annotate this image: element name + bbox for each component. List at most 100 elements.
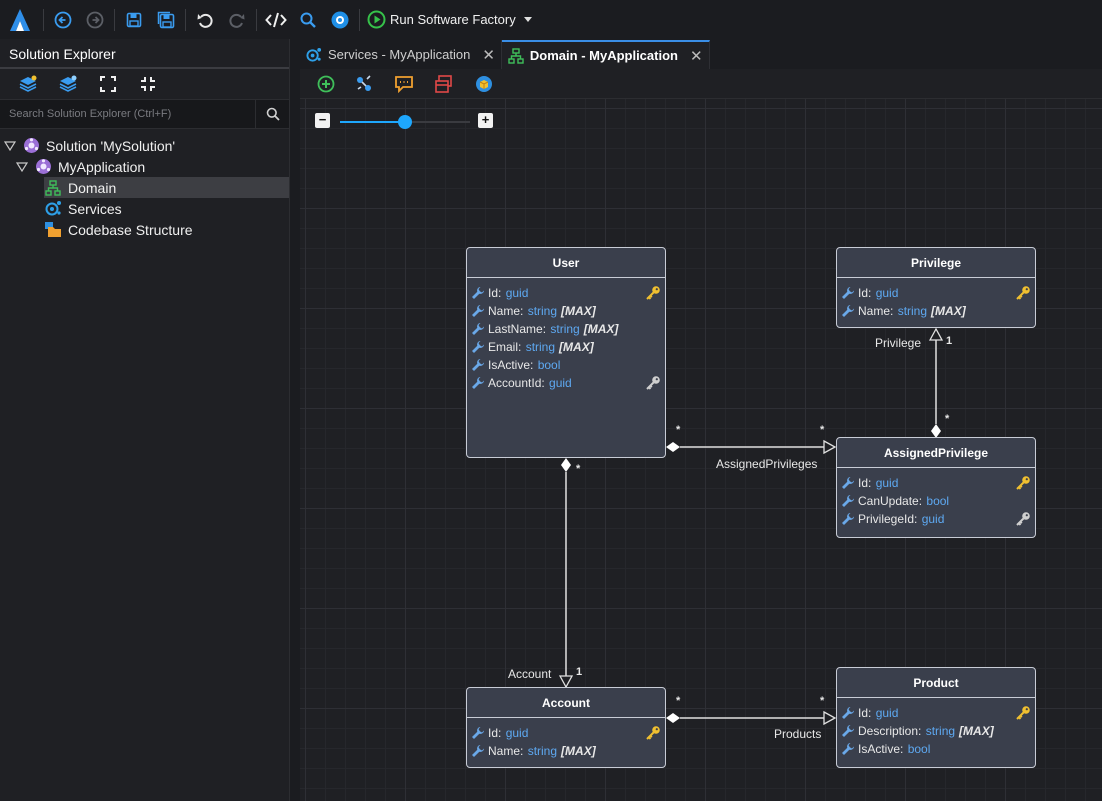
attribute-type: guid — [875, 286, 899, 300]
zoom-slider-thumb[interactable] — [398, 115, 412, 129]
tree-item-application[interactable]: MyApplication — [16, 156, 145, 177]
navigate-back-icon[interactable] — [47, 0, 79, 39]
attribute-row[interactable]: Id: guid — [467, 284, 665, 302]
stacked-entities-icon[interactable] — [424, 69, 464, 99]
attribute-type: guid — [505, 286, 529, 300]
tree-item-services[interactable]: Services — [44, 198, 122, 219]
close-icon[interactable]: ✕ — [482, 46, 495, 64]
application-icon — [34, 158, 52, 176]
attribute-row[interactable]: Id: guid — [837, 474, 1035, 492]
attribute-type: guid — [549, 376, 572, 390]
save-icon[interactable] — [118, 0, 150, 39]
attribute-row[interactable]: CanUpdate: bool — [837, 492, 1035, 510]
collapse-all-icon[interactable] — [128, 69, 168, 99]
explorer-search-button[interactable] — [255, 100, 289, 128]
code-icon[interactable] — [260, 0, 292, 39]
multiplicity-account-target: 1 — [576, 666, 583, 678]
zoom-out-button[interactable]: − — [315, 113, 330, 128]
attribute-row[interactable]: Description: string[MAX] — [837, 722, 1035, 740]
entity-title: Account — [467, 688, 665, 718]
dropdown-caret-icon[interactable] — [523, 17, 532, 22]
attribute-row[interactable]: PrivilegeId: guid — [837, 510, 1035, 528]
attribute-row[interactable]: Name: string[MAX] — [837, 302, 1035, 320]
domain-diagram-canvas[interactable]: − + Privilege 1 * — [300, 99, 1102, 801]
undo-icon[interactable] — [189, 0, 221, 39]
attribute-name: Id — [488, 726, 499, 740]
attribute-name: AccountId — [488, 376, 542, 390]
main-toolbar: Run Software Factory — [0, 0, 1102, 39]
attribute-separator: : — [918, 494, 926, 508]
redo-icon[interactable] — [221, 0, 253, 39]
expand-triangle-icon[interactable] — [4, 140, 16, 151]
relation-account-product[interactable] — [666, 710, 837, 726]
attribute-row[interactable]: AccountId: guid — [467, 374, 665, 392]
navigate-forward-icon[interactable] — [79, 0, 111, 39]
close-icon[interactable]: ✕ — [689, 47, 703, 65]
layers-stack-icon[interactable] — [8, 69, 48, 99]
run-software-factory-label: Run Software Factory — [390, 12, 516, 27]
intent-logo-icon[interactable] — [0, 0, 40, 39]
layout-arrange-icon[interactable] — [344, 69, 384, 99]
attribute-separator: : — [900, 742, 907, 756]
attribute-modifier: [MAX] — [959, 724, 994, 738]
attribute-row[interactable]: Id: guid — [837, 704, 1035, 722]
entity-title: User — [467, 248, 665, 278]
attribute-wrench-icon — [842, 305, 854, 317]
attribute-row[interactable]: IsActive: bool — [467, 356, 665, 374]
attribute-row[interactable]: Id: guid — [837, 284, 1035, 302]
comment-icon[interactable] — [384, 69, 424, 99]
tree-item-solution[interactable]: Solution 'MySolution' — [4, 135, 175, 156]
attribute-type: string — [527, 304, 558, 318]
entity-title: Privilege — [837, 248, 1035, 278]
primary-key-icon — [646, 726, 660, 740]
tree-item-services-label: Services — [68, 200, 122, 217]
relation-user-account[interactable] — [558, 458, 574, 689]
tab-services[interactable]: Services - MyApplication ✕ — [300, 40, 502, 69]
add-element-icon[interactable] — [308, 69, 344, 99]
attribute-wrench-icon — [472, 745, 484, 757]
attribute-name: Description — [858, 724, 919, 738]
zoom-in-button[interactable]: + — [478, 113, 493, 128]
expand-all-icon[interactable] — [88, 69, 128, 99]
attribute-modifier: [MAX] — [561, 304, 596, 318]
attribute-wrench-icon — [472, 727, 484, 739]
attribute-type: bool — [926, 494, 950, 508]
tab-domain[interactable]: Domain - MyApplication ✕ — [501, 40, 710, 69]
zoom-slider[interactable] — [340, 115, 470, 129]
attribute-row[interactable]: IsActive: bool — [837, 740, 1035, 758]
save-all-icon[interactable] — [150, 0, 182, 39]
layers-sync-icon[interactable] — [48, 69, 88, 99]
primary-key-icon — [1016, 286, 1030, 300]
relation-label-products: Products — [774, 727, 822, 741]
multiplicity-privilege-one: 1 — [946, 335, 953, 347]
run-software-factory-button[interactable]: Run Software Factory — [363, 0, 538, 39]
toolbar-separator — [185, 8, 186, 31]
attribute-row[interactable]: Email: string[MAX] — [467, 338, 665, 356]
search-icon[interactable] — [292, 0, 324, 39]
package-icon[interactable] — [464, 69, 504, 99]
attribute-row[interactable]: Name: string[MAX] — [467, 302, 665, 320]
tree-item-codebase-structure[interactable]: Codebase Structure — [44, 219, 193, 240]
attribute-row[interactable]: Name: string[MAX] — [467, 742, 665, 760]
expand-triangle-icon[interactable] — [16, 161, 28, 172]
settings-gear-icon[interactable] — [324, 0, 356, 39]
explorer-search-input[interactable] — [0, 100, 256, 128]
attribute-type: string — [897, 304, 928, 318]
attribute-separator: : — [868, 286, 875, 300]
attribute-wrench-icon — [472, 377, 484, 389]
zoom-slider-fill — [340, 121, 405, 123]
attribute-wrench-icon — [842, 477, 854, 489]
attribute-row[interactable]: Id: guid — [467, 724, 665, 742]
tree-item-domain[interactable]: Domain — [44, 177, 289, 198]
relation-assigned-privilege[interactable] — [928, 327, 944, 438]
attribute-row[interactable]: LastName: string[MAX] — [467, 320, 665, 338]
explorer-search — [0, 99, 289, 129]
relation-user-assigned[interactable] — [666, 439, 837, 455]
